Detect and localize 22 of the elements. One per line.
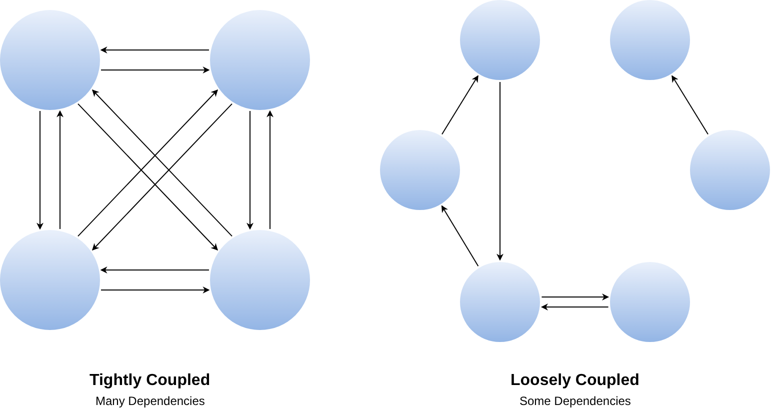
arrow [541,304,609,310]
diagram-heading: Tightly Coupled [90,372,210,390]
arrow [78,90,218,237]
arrow [100,66,210,74]
arrow [441,205,479,267]
arrow [56,110,64,230]
arrow [266,110,274,230]
arrow [78,103,218,250]
diagram-subheading: Some Dependencies [520,394,631,408]
arrow [100,266,210,274]
arrow [672,75,708,135]
arrow [92,103,232,250]
diagram-subheading: Many Dependencies [96,394,205,408]
arrow [92,90,232,237]
arrow [541,294,609,300]
arrow [246,110,254,230]
diagram-heading: Loosely Coupled [510,372,640,390]
arrow [442,75,478,135]
arrow [36,110,44,230]
arrow [496,82,504,261]
arrow [100,286,210,294]
arrow [100,46,210,54]
